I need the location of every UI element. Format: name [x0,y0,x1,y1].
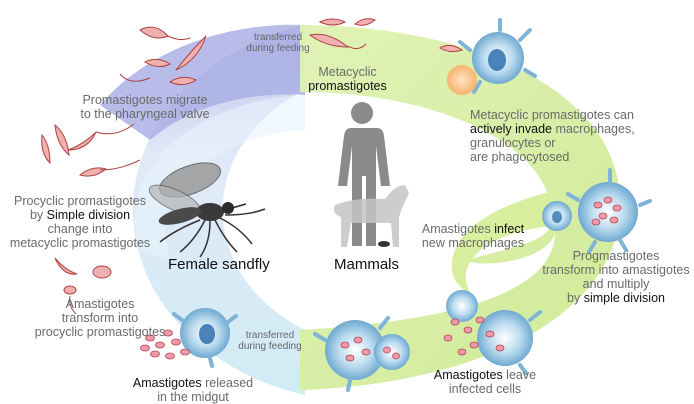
macrophage-top [458,18,537,94]
promastigotes-metacyclic [308,18,464,53]
promastigotes-procyclic [41,123,141,177]
sandfly-small [378,241,390,247]
label-released: Amastigotes released in the midgut [132,376,254,404]
label-procyclic: Procyclic promastigotes by Simple divisi… [9,194,151,250]
mammal-cycle-arc [300,25,621,390]
label-amastigotes-transform: Amastigotes transform into procyclic pro… [34,297,166,339]
dog-silhouette [333,185,409,247]
label-progmastigotes: Progmastigotes transform into amastigote… [542,249,690,305]
label-infect: Amastigotes infect new macrophages [421,222,525,250]
label-mammals: Mammals [334,256,400,273]
promastigotes-transforming [54,257,112,315]
granulocyte [447,65,477,95]
label-invade: Metacyclic promastigotes can actively in… [470,108,635,164]
macrophage-midgut [172,308,238,368]
label-leave: Amastigotes leave infected cells [433,368,537,396]
macrophage-bottom-group [313,290,542,392]
promastigotes-top [119,26,207,86]
macrophage-small-infect [542,201,572,231]
human-silhouette [338,102,390,246]
macrophage-infected-right [566,168,652,254]
sandfly-illustration [148,162,266,258]
label-female-sandfly: Female sandfly [168,256,270,273]
amastigotes-released [140,329,190,360]
